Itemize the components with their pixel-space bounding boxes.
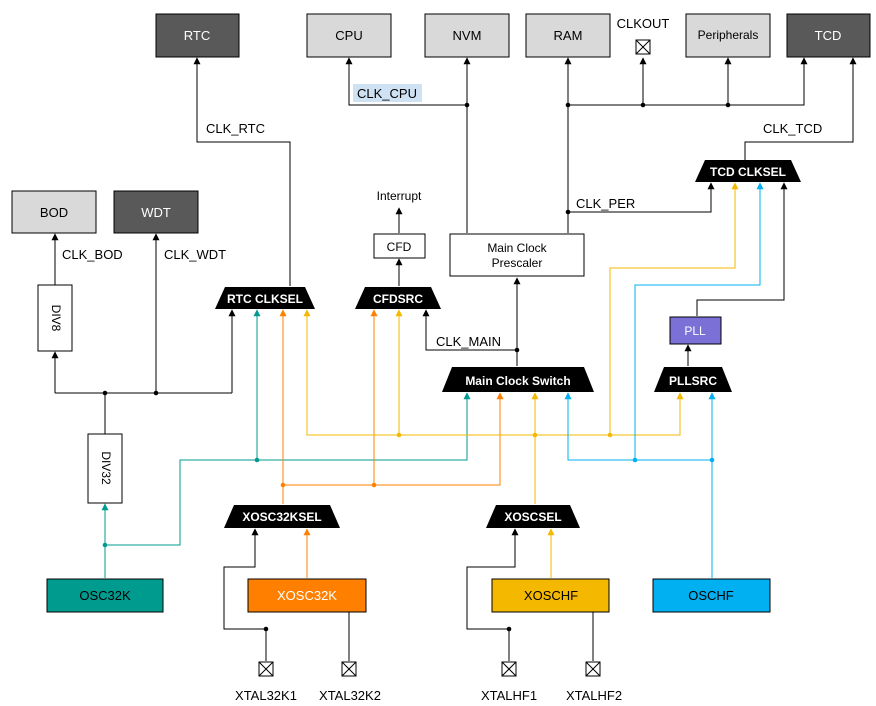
clk-per-label: CLK_PER bbox=[576, 196, 635, 211]
colored-wires bbox=[101, 182, 764, 578]
clk-cpu-label: CLK_CPU bbox=[357, 86, 417, 101]
tcd-block: TCD bbox=[786, 13, 871, 58]
ram-label: RAM bbox=[554, 28, 583, 43]
peripherals-label: Peripherals bbox=[698, 28, 759, 42]
xosc32ksel-mux: XOSC32KSEL bbox=[224, 505, 340, 528]
xtalhf1-pin-icon bbox=[501, 661, 517, 677]
bod-label: BOD bbox=[40, 205, 68, 220]
cfd-block: CFD bbox=[373, 233, 426, 259]
cfd-label: CFD bbox=[387, 240, 412, 254]
cfdsrc-mux: CFDSRC bbox=[355, 287, 441, 309]
nvm-label: NVM bbox=[453, 28, 482, 43]
main-clock-switch-mux: Main Clock Switch bbox=[442, 367, 594, 392]
cpu-label: CPU bbox=[335, 28, 362, 43]
ram-block: RAM bbox=[525, 13, 611, 58]
signal-labels: CLK_RTC CLK_CPU CLK_PER CLK_TCD CLK_BOD … bbox=[62, 84, 822, 349]
black-wires bbox=[51, 57, 857, 661]
clk-main-label: CLK_MAIN bbox=[436, 334, 501, 349]
main-clock-switch-label: Main Clock Switch bbox=[465, 374, 570, 388]
clk-cpu-highlight bbox=[353, 84, 422, 102]
xosc32k-label: XOSC32K bbox=[277, 588, 337, 603]
cfdsrc-label: CFDSRC bbox=[373, 292, 423, 306]
div8-block: DIV8 bbox=[37, 284, 73, 352]
wdt-block: WDT bbox=[113, 190, 199, 234]
div32-label: DIV32 bbox=[99, 451, 113, 485]
xtalhf2-label: XTALHF2 bbox=[566, 688, 622, 703]
prescaler-label-line1: Main Clock bbox=[487, 241, 547, 255]
clk-rtc-label: CLK_RTC bbox=[206, 121, 265, 136]
oschf-label: OSCHF bbox=[688, 588, 734, 603]
interrupt-label: Interrupt bbox=[377, 189, 422, 203]
xoscsel-label: XOSCSEL bbox=[504, 510, 561, 524]
xoscsel-mux: XOSCSEL bbox=[486, 505, 580, 528]
clk-wdt-label: CLK_WDT bbox=[164, 247, 226, 262]
wdt-label: WDT bbox=[141, 205, 171, 220]
rtc-clksel-mux: RTC CLKSEL bbox=[215, 287, 315, 309]
xoschf-label: XOSCHF bbox=[524, 588, 578, 603]
div8-label: DIV8 bbox=[49, 305, 63, 332]
rtc-label: RTC bbox=[184, 28, 210, 43]
clkout-pin-icon bbox=[635, 39, 651, 55]
oschf-block: OSCHF bbox=[652, 578, 771, 613]
xtal32k1-label: XTAL32K1 bbox=[235, 688, 297, 703]
xtal32k1-pin-icon bbox=[258, 661, 274, 677]
osc32k-label: OSC32K bbox=[79, 588, 131, 603]
crystal-pins: XTAL32K1 XTAL32K2 XTALHF1 XTALHF2 bbox=[235, 661, 622, 703]
xoschf-block: XOSCHF bbox=[491, 578, 610, 613]
nvm-block: NVM bbox=[424, 13, 510, 58]
div32-block: DIV32 bbox=[87, 433, 123, 504]
bod-block: BOD bbox=[11, 190, 97, 234]
pllsrc-label: PLLSRC bbox=[669, 374, 717, 388]
tcd-clksel-label: TCD CLKSEL bbox=[710, 165, 786, 179]
rtc-block: RTC bbox=[155, 13, 240, 58]
tcd-clksel-mux: TCD CLKSEL bbox=[695, 160, 801, 182]
prescaler-block: Main Clock Prescaler bbox=[449, 233, 585, 277]
xtalhf1-label: XTALHF1 bbox=[481, 688, 537, 703]
junction-dots bbox=[102, 102, 731, 632]
clk-tcd-label: CLK_TCD bbox=[763, 121, 822, 136]
pllsrc-mux: PLLSRC bbox=[654, 367, 732, 392]
tcd-label: TCD bbox=[815, 28, 842, 43]
pll-block: PLL bbox=[669, 316, 722, 345]
clkout-label: CLKOUT bbox=[617, 16, 670, 31]
xosc32k-block: XOSC32K bbox=[247, 578, 367, 613]
xtal32k2-label: XTAL32K2 bbox=[319, 688, 381, 703]
prescaler-label-line2: Prescaler bbox=[492, 256, 543, 270]
peripherals-block: Peripherals bbox=[685, 13, 771, 58]
clk-bod-label: CLK_BOD bbox=[62, 247, 123, 262]
xtalhf2-pin-icon bbox=[585, 661, 601, 677]
xosc32ksel-label: XOSC32KSEL bbox=[242, 510, 321, 524]
xtal32k2-pin-icon bbox=[341, 661, 357, 677]
osc32k-block: OSC32K bbox=[46, 578, 164, 613]
rtc-clksel-label: RTC CLKSEL bbox=[227, 292, 303, 306]
pll-label: PLL bbox=[684, 324, 706, 338]
cpu-block: CPU bbox=[306, 13, 392, 58]
